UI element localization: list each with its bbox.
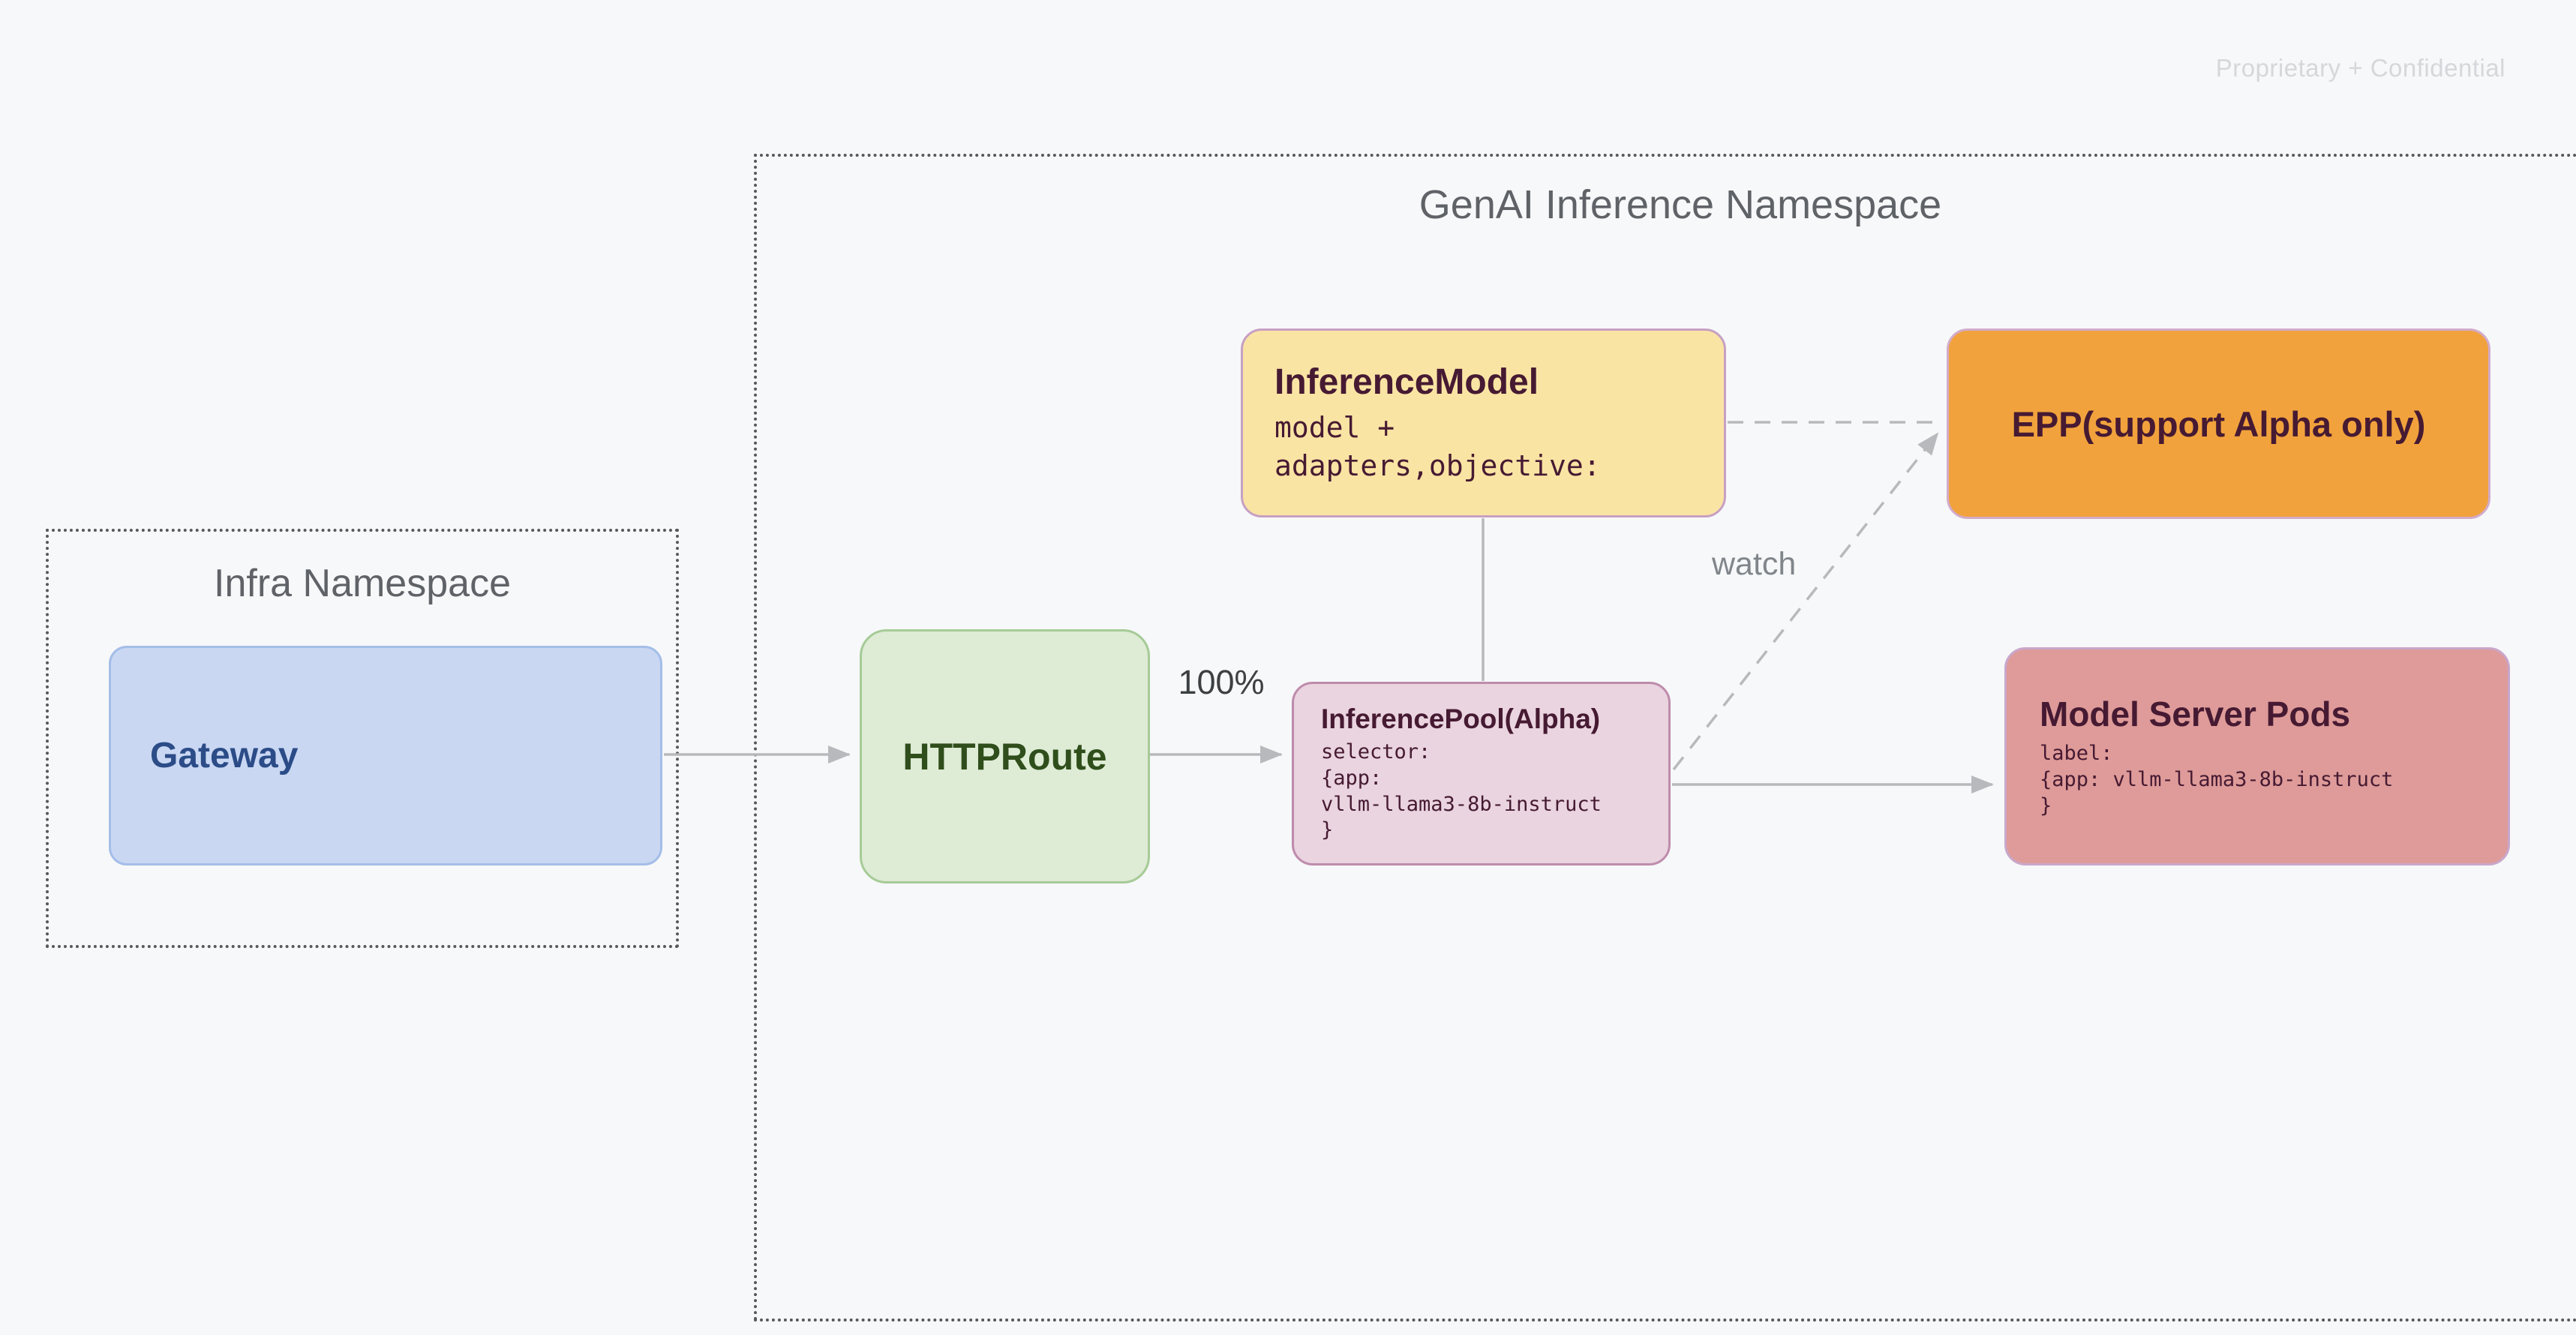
httproute-label: HTTPRoute [902,735,1107,778]
genai-inference-namespace-title: GenAI Inference Namespace [1419,182,1942,227]
model-server-pods-node[interactable]: Model Server Pods label: {app: vllm-llam… [2004,647,2510,866]
inference-pool-node[interactable]: InferencePool(Alpha) selector: {app: vll… [1292,682,1671,866]
inference-model-node[interactable]: InferenceModel model + adapters,objectiv… [1241,328,1726,518]
infra-namespace-title: Infra Namespace [214,562,511,605]
infra-namespace-box[interactable] [46,529,679,948]
inference-model-title: InferenceModel [1274,362,1539,403]
model-server-pods-title: Model Server Pods [2040,694,2351,734]
google-logo: Google [2423,1328,2576,1335]
inference-model-spec-text: model + adapters,objective: [1274,411,1601,482]
gateway-node[interactable]: Gateway [109,646,662,866]
inference-pool-selector-text: selector: {app: vllm-llama3-8b-instruct … [1321,740,1602,842]
httproute-node[interactable]: HTTPRoute [860,629,1150,884]
genai-inference-namespace-box[interactable] [754,154,2576,1322]
epp-title: EPP(support Alpha only) [2011,404,2426,444]
edge-label-watch: watch [1712,546,1797,582]
inference-pool-title: InferencePool(Alpha) [1321,704,1601,735]
epp-node[interactable]: EPP(support Alpha only) [1947,328,2490,519]
gateway-label: Gateway [150,736,299,776]
confidential-watermark: Proprietary + Confidential [2215,54,2505,82]
model-server-pods-label-text: label: {app: vllm-llama3-8b-instruct } [2040,741,2394,818]
edge-label-100-percent: 100% [1178,663,1265,701]
